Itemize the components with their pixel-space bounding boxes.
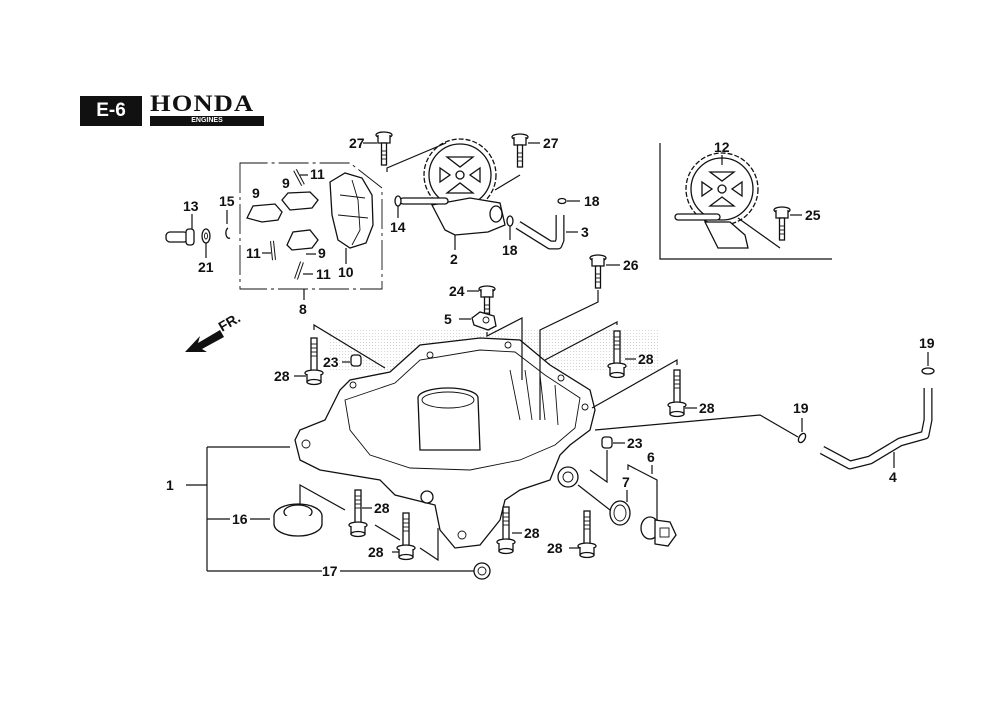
washer-21 bbox=[201, 228, 211, 244]
callout-7: 7 bbox=[622, 474, 630, 490]
clip-15 bbox=[225, 227, 231, 239]
clamp-5 bbox=[471, 311, 497, 331]
callout-12: 12 bbox=[714, 139, 730, 155]
callout-28-upper-left: 28 bbox=[274, 368, 290, 384]
dowel-23-right bbox=[601, 436, 613, 449]
callout-28-lower-3: 28 bbox=[524, 525, 540, 541]
callout-28-upper-right: 28 bbox=[638, 351, 654, 367]
brand-name: HONDA bbox=[150, 91, 255, 116]
honda-engines-logo: HONDA ENGINES bbox=[150, 92, 264, 126]
callout-27-right: 27 bbox=[543, 135, 559, 151]
washer-14 bbox=[394, 195, 402, 207]
callout-17: 17 bbox=[322, 563, 338, 579]
o-ring-19-top bbox=[921, 367, 935, 375]
nut-17 bbox=[473, 562, 491, 580]
o-ring-19-mid bbox=[797, 432, 807, 444]
callout-26: 26 bbox=[623, 257, 639, 273]
callout-5: 5 bbox=[444, 311, 452, 327]
oil-pump-gear bbox=[423, 138, 497, 212]
o-ring-18 bbox=[506, 215, 514, 227]
pin-13 bbox=[165, 228, 195, 246]
callout-18-top: 18 bbox=[584, 193, 600, 209]
callout-15: 15 bbox=[219, 193, 235, 209]
callout-16: 16 bbox=[232, 511, 248, 527]
gear-12 bbox=[674, 152, 759, 249]
front-direction-arrow-icon bbox=[185, 330, 224, 352]
callout-10: 10 bbox=[338, 264, 354, 280]
callout-8: 8 bbox=[299, 301, 307, 317]
crankcase-cover bbox=[294, 337, 596, 549]
callout-9-left: 9 bbox=[252, 185, 260, 201]
drain-plug-6 bbox=[640, 516, 677, 547]
inset-frame bbox=[659, 143, 832, 260]
oil-seal-16 bbox=[273, 503, 323, 537]
governor-assembly bbox=[239, 162, 383, 300]
section-code-badge: E-6 bbox=[80, 96, 142, 126]
callout-18-lower: 18 bbox=[502, 242, 518, 258]
callout-4: 4 bbox=[889, 469, 897, 485]
o-ring-18-top bbox=[557, 197, 567, 205]
callout-14: 14 bbox=[390, 219, 406, 235]
callout-11-top: 11 bbox=[310, 166, 325, 182]
callout-13: 13 bbox=[183, 198, 199, 214]
callout-2: 2 bbox=[450, 251, 458, 267]
callout-25: 25 bbox=[805, 207, 821, 223]
callout-19-top: 19 bbox=[919, 335, 935, 351]
callout-28-lower-1: 28 bbox=[374, 500, 390, 516]
washer-7 bbox=[609, 500, 631, 526]
callout-9-lower: 9 bbox=[318, 245, 326, 261]
callout-1: 1 bbox=[166, 477, 174, 493]
callout-27-left: 27 bbox=[349, 135, 365, 151]
callout-28-lower-4: 28 bbox=[547, 540, 563, 556]
callout-28-lower-2: 28 bbox=[368, 544, 384, 560]
callout-11-bottom: 11 bbox=[316, 266, 331, 282]
callout-28-right: 28 bbox=[699, 400, 715, 416]
callout-11-left: 11 bbox=[246, 245, 261, 261]
callout-23-right: 23 bbox=[627, 435, 643, 451]
callout-23-left: 23 bbox=[323, 354, 339, 370]
dowel-23-left bbox=[350, 354, 362, 367]
callout-6: 6 bbox=[647, 449, 655, 465]
callout-19-mid: 19 bbox=[793, 400, 809, 416]
callout-3: 3 bbox=[581, 224, 589, 240]
callout-21: 21 bbox=[198, 259, 214, 275]
oil-pump-body bbox=[399, 197, 506, 236]
callout-24: 24 bbox=[449, 283, 465, 299]
callout-9-top: 9 bbox=[282, 175, 290, 191]
brand-subtitle: ENGINES bbox=[150, 116, 264, 126]
